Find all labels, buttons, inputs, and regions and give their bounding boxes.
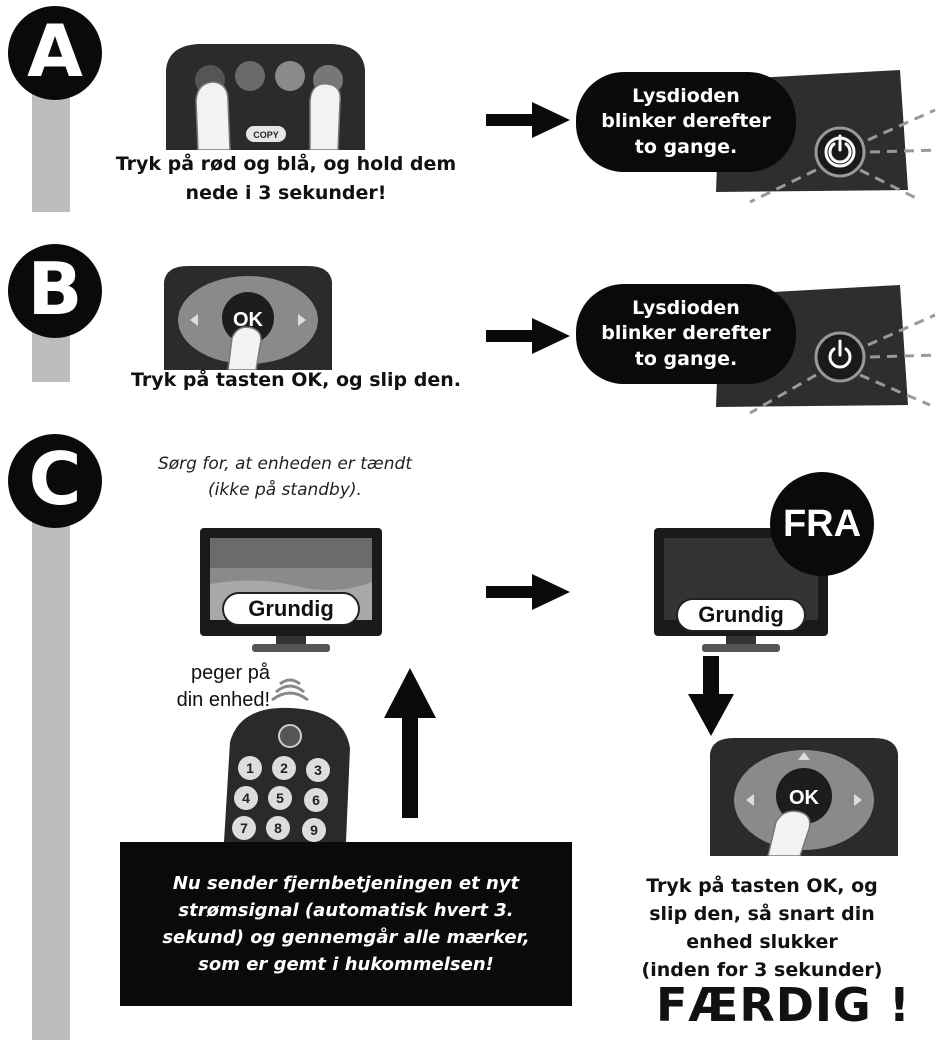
- auto-search-info-box: Nu sender fjernbetjeningen et nyt strøms…: [120, 842, 572, 1006]
- tv-brand-label-left: Grundig: [222, 592, 360, 626]
- step-b-instruction: Tryk på tasten OK, og slip den.: [131, 369, 461, 391]
- remote-color-buttons-illustration: COPY: [166, 44, 365, 150]
- key-9: 9: [310, 822, 318, 838]
- off-badge: FRA: [770, 472, 874, 576]
- copy-key-label: COPY: [253, 130, 279, 140]
- step-c-arrow-down: [688, 656, 734, 736]
- tv-on-illustration: [200, 528, 382, 652]
- ok-key-label-b: OK: [233, 309, 264, 331]
- key-5: 5: [276, 790, 284, 806]
- final-instruction: Tryk på tasten OK, og slip den, så snart…: [641, 875, 883, 982]
- step-a-instruction: Tryk på rød og blå, og hold dem nede i 3…: [115, 153, 457, 205]
- step-c-note: Sørg for, at enheden er tændt (ikke på s…: [157, 454, 413, 500]
- key-6: 6: [312, 792, 320, 808]
- step-c-arrow-right: [486, 574, 570, 610]
- remote-ok-press-illustration: OK: [710, 738, 898, 856]
- tv-brand-label-right: Grundig: [676, 598, 806, 632]
- step-b-badge: B: [8, 244, 102, 338]
- step-a-badge: A: [8, 6, 102, 100]
- key-7: 7: [240, 820, 248, 836]
- key-1: 1: [246, 760, 254, 776]
- step-b-arrow: [486, 318, 570, 354]
- key-8: 8: [274, 820, 282, 836]
- remote-ok-button-illustration: OK: [164, 266, 332, 370]
- remote-pointing-illustration: 1 2 3 4 5 6 7 8 9: [224, 678, 350, 842]
- step-b-result-bubble: Lysdioden blinker derefter to gange.: [576, 284, 796, 384]
- step-c-bar: [32, 490, 70, 1040]
- ok-key-label-c: OK: [789, 787, 820, 809]
- step-a-result-bubble: Lysdioden blinker derefter to gange.: [576, 72, 796, 172]
- key-3: 3: [314, 762, 322, 778]
- key-2: 2: [280, 760, 288, 776]
- step-c-badge: C: [8, 434, 102, 528]
- step-c-arrow-up: [384, 668, 436, 818]
- step-a-arrow: [486, 102, 570, 138]
- point-at-device-text: peger på din enhed!: [176, 662, 270, 711]
- key-4: 4: [242, 790, 250, 806]
- done-label: FÆRDIG !: [656, 978, 911, 1032]
